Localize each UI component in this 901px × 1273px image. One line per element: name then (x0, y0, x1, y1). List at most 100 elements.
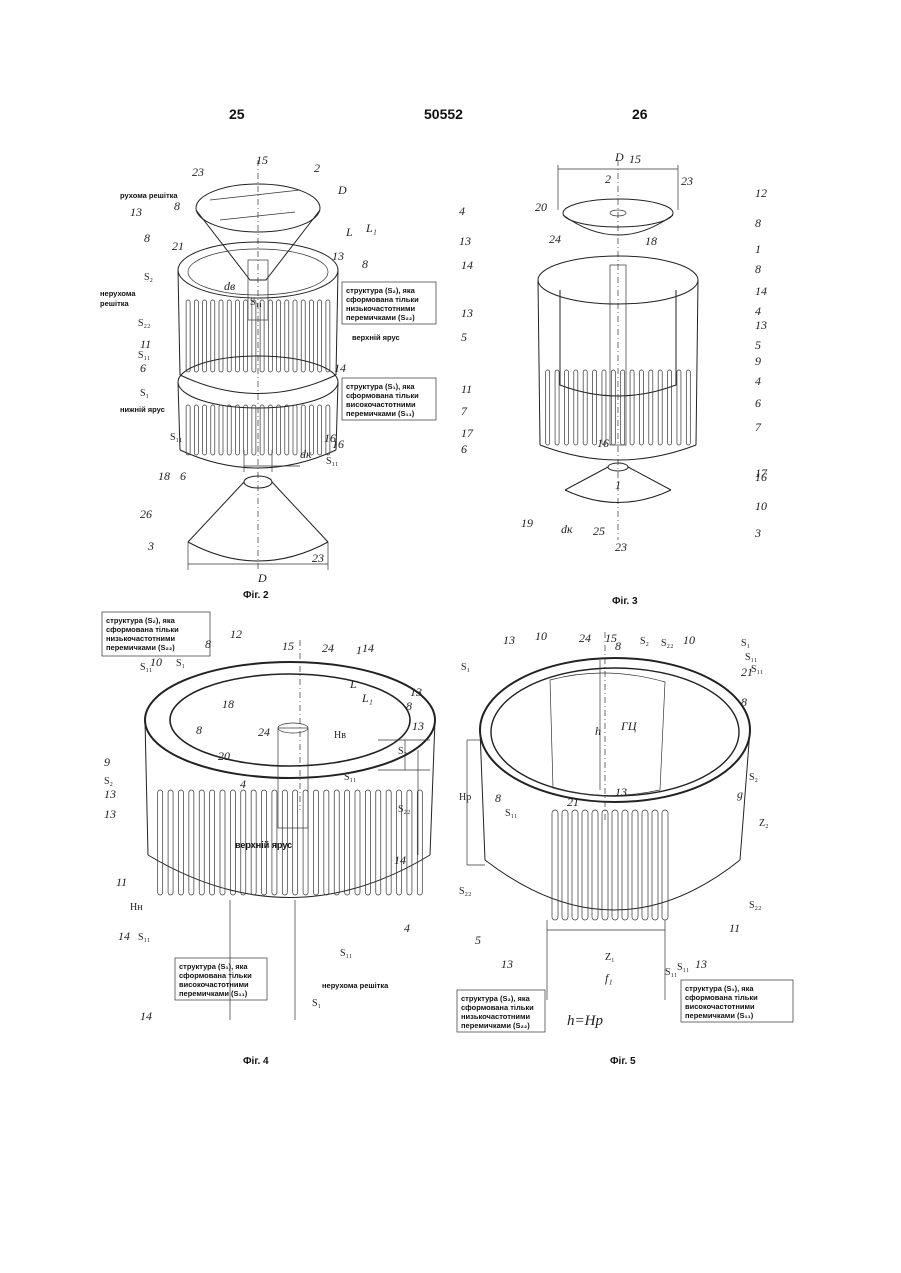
note4-s1-2: сформована тільки (179, 971, 252, 980)
slot (630, 370, 634, 445)
callout-label: 3 (754, 526, 761, 540)
svg-text:решітка: решітка (100, 299, 130, 308)
callout-label: 17 (461, 426, 474, 440)
slot (612, 810, 618, 920)
callout-label: 8 (205, 637, 211, 651)
slot (642, 810, 648, 920)
slot (277, 405, 281, 455)
callout-label: 14 (362, 641, 374, 655)
callout-label: 13 (459, 234, 471, 248)
note5-s1-3: високочастотними (685, 1002, 755, 1011)
slot (658, 370, 662, 445)
slot (189, 790, 194, 895)
callout-label: 12 (755, 186, 767, 200)
callout-label: ГЦ (620, 719, 638, 733)
callout-label: 13 (755, 318, 767, 332)
slot (293, 790, 298, 895)
slot (210, 790, 215, 895)
callout-label: dк (561, 522, 573, 536)
callout-label: 2 (314, 161, 320, 175)
slot (345, 790, 350, 895)
callout-label: L (349, 677, 357, 691)
callout-label: 21 (172, 239, 184, 253)
note5-s2-3: низькочастотними (461, 1012, 531, 1021)
slot (309, 300, 313, 372)
slot (293, 405, 297, 455)
callout-label: S₁₁ (138, 932, 151, 943)
callout-label: 6 (140, 361, 146, 375)
page-number-left: 25 (229, 106, 245, 122)
slot (227, 405, 231, 455)
note4-s2-3: низькочастотними (106, 634, 176, 643)
callout-label: D (257, 571, 267, 585)
callout-label: 18 (222, 697, 234, 711)
callout-label: 4 (240, 777, 246, 791)
note-lower-tier: нижній ярус (120, 405, 165, 414)
callout-label: S₂ (398, 746, 407, 757)
callout-label: L₁ (365, 221, 377, 235)
slot (602, 370, 606, 445)
callout-label: S₁₁ (340, 948, 353, 959)
callout-label: h (595, 724, 601, 738)
callout-label: 13 (461, 306, 473, 320)
slot (285, 405, 289, 455)
callout-label: 11 (729, 921, 740, 935)
callout-label: S₁₁ (344, 772, 357, 783)
callout-label: 13 (695, 957, 707, 971)
callout-label: 16 (332, 437, 344, 451)
callout-label: 11 (461, 382, 472, 396)
callout-label: 6 (461, 442, 467, 456)
slot (203, 405, 207, 455)
callout-label: 24 (579, 631, 591, 645)
callout-label: S₁₁ (745, 652, 758, 663)
callout-label: S₁ (461, 662, 470, 673)
callout-label: 14 (394, 853, 406, 867)
callout-label: 18 (158, 469, 170, 483)
callout-label: 15 (629, 152, 641, 166)
note4-fixed-grid: нерухома решітка (322, 981, 389, 990)
figure-4-caption: Фіг. 4 (243, 1056, 269, 1067)
callout-label: 18 (645, 234, 657, 248)
callout-label: 21 (567, 795, 579, 809)
callout-label: S₁₁ (326, 456, 339, 467)
note5-s2-4: перемичками (S₂₂) (461, 1021, 530, 1030)
slot (324, 790, 329, 895)
slot (326, 300, 330, 372)
note-fixed-grid-1: нерухома (100, 289, 136, 298)
callout-label: 12 (230, 627, 242, 641)
slot (220, 790, 225, 895)
callout-label: 13 (130, 205, 142, 219)
callout-label: 8 (755, 216, 761, 230)
slot (260, 405, 264, 455)
note4-s1-1: структура (S₁), яка (179, 962, 248, 971)
svg-text:нерухома: нерухома (100, 289, 136, 298)
callout-label: 24 (258, 725, 270, 739)
slot (583, 370, 587, 445)
note4-s2-1: структура (S₂), яка (106, 616, 176, 625)
callout-label: 8 (741, 695, 747, 709)
slot (621, 370, 625, 445)
callout-label: Hв (334, 730, 346, 741)
callout-label: f₁ (605, 971, 613, 985)
callout-label: 9 (755, 354, 761, 368)
note-s1-2: сформована тільки (346, 391, 419, 400)
callout-label: 10 (535, 629, 547, 643)
note5-s2-2: сформована тільки (461, 1003, 534, 1012)
slot (622, 810, 628, 920)
callout-label: 13 (501, 957, 513, 971)
slot (252, 300, 256, 372)
note-fixed-grid-2: решітка (100, 299, 130, 308)
slot (303, 790, 308, 895)
slot (158, 790, 163, 895)
callout-label: 14 (461, 258, 473, 272)
callout-label: 14 (140, 1009, 152, 1023)
figure-5-drawing: структура (S₂), яка сформована тільки ни… (455, 620, 795, 1040)
callout-label: 23 (192, 165, 204, 179)
note-s2-3: низькочастотними (346, 304, 416, 313)
callout-label: 11 (116, 875, 127, 889)
figure-2-drawing: рухома решітка нерухома решітка структур… (100, 150, 440, 590)
slot (552, 810, 558, 920)
callout-label: 8 (174, 199, 180, 213)
figure-3-caption: Фіг. 3 (612, 596, 638, 607)
callout-label: S₁₁ (677, 962, 690, 973)
